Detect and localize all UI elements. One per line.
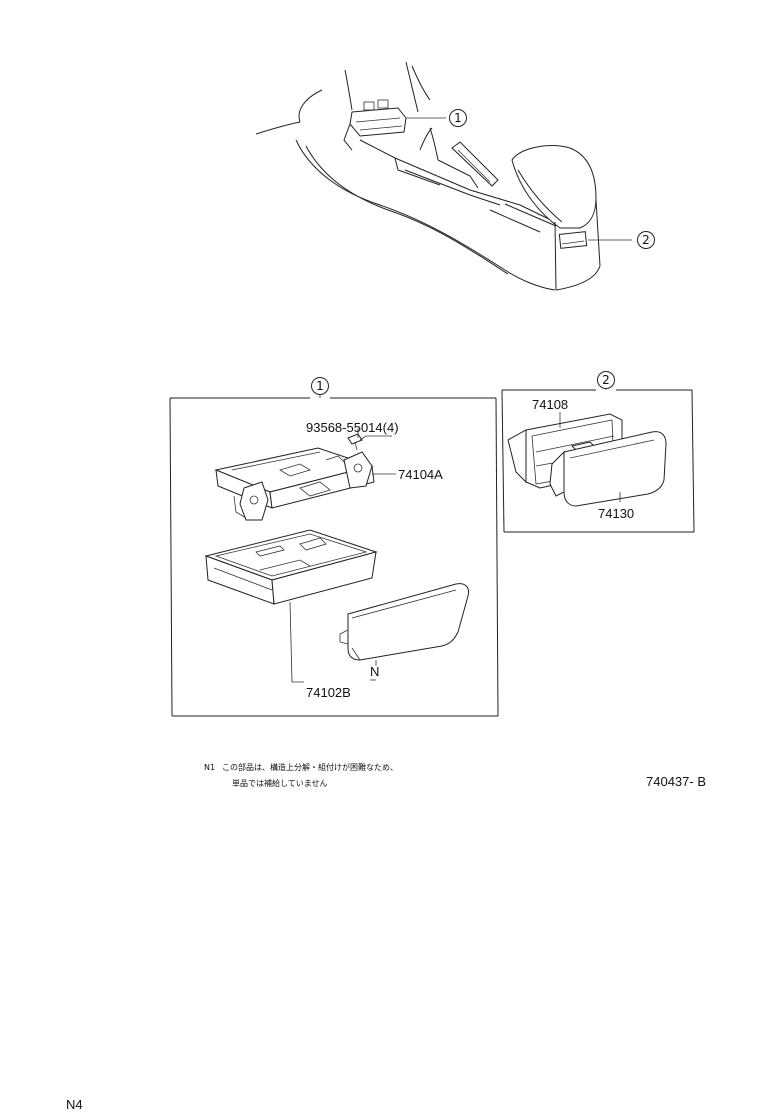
detail-box-1: 1 [169,377,499,717]
front-lid-drawing [339,583,469,661]
footnote-line-1: この部品は、構造上分解・組付けが困難なため、 [222,762,398,772]
console-overview-drawing: 1 2 [255,61,655,291]
footnote-line-2: 単品では補給していません [232,778,328,788]
rear-ashtray-tray-drawing [549,431,667,507]
callout-number-1: 1 [454,111,462,125]
callout-circle-1 [449,109,467,127]
part-number-bracket: 74104A [398,467,443,482]
footnote-marker: N1 [204,763,215,772]
drawer-box-drawing [204,529,378,605]
part-note-mark: N [370,664,379,679]
bracket-drawing [214,447,375,521]
screw-drawing [347,428,363,451]
figure-code: 740437- B [646,774,706,789]
box1-callout-number: 1 [316,379,324,393]
part-number-rear-case: 74108 [532,397,568,412]
part-number-box-assembly: 74102B [306,685,351,700]
box2-callout-number: 2 [602,373,610,387]
part-number-screw: 93568-55014(4) [306,420,399,435]
callout-number-2: 2 [642,233,650,247]
part-number-rear-tray: 74130 [598,506,634,521]
detail-box-2: 2 [501,371,695,533]
page-mark: N4 [66,1097,83,1112]
callout-circle-2 [637,231,655,249]
